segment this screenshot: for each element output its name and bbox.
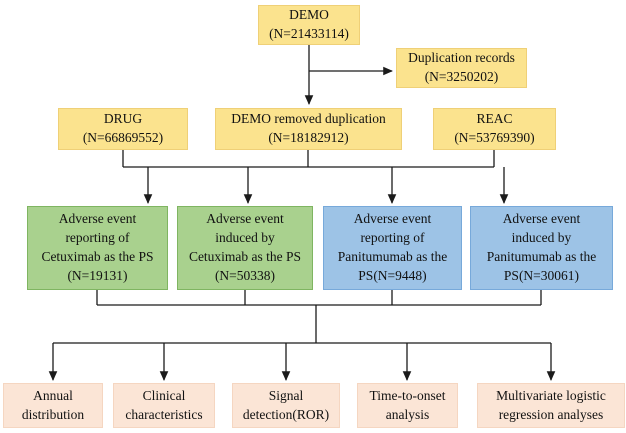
- node-demo: DEMO (N=21433114): [258, 5, 360, 45]
- node-reac: REAC (N=53769390): [433, 108, 556, 150]
- node-cetuximab-induced: Adverse event induced by Cetuximab as th…: [177, 206, 313, 290]
- node-drug: DRUG (N=66869552): [58, 108, 188, 150]
- node-drug-label: DRUG (N=66869552): [82, 111, 164, 145]
- node-annual-distribution-label: Annual distribution: [21, 387, 85, 422]
- node-multivariate-logistic-label: Multivariate logistic regression analyse…: [496, 387, 606, 422]
- node-duplication-records: Duplication records (N=3250202): [396, 48, 527, 88]
- node-panitumumab-reporting-label: Adverse event reporting of Panitumumab a…: [337, 211, 448, 283]
- node-demo-removed-duplication: DEMO removed duplication (N=18182912): [215, 108, 402, 150]
- node-duplication-records-label: Duplication records (N=3250202): [408, 50, 515, 84]
- node-clinical-characteristics-label: Clinical characteristics: [125, 387, 203, 422]
- node-panitumumab-induced-label: Adverse event induced by Panitumumab as …: [486, 211, 597, 283]
- node-time-to-onset: Time-to-onset analysis: [357, 383, 458, 428]
- node-panitumumab-induced: Adverse event induced by Panitumumab as …: [470, 206, 613, 290]
- node-cetuximab-induced-label: Adverse event induced by Cetuximab as th…: [188, 211, 302, 283]
- node-signal-detection: Signal detection(ROR): [232, 383, 340, 428]
- node-time-to-onset-label: Time-to-onset analysis: [369, 387, 446, 422]
- node-demo-label: DEMO (N=21433114): [269, 7, 349, 41]
- node-reac-label: REAC (N=53769390): [454, 111, 535, 145]
- node-panitumumab-reporting: Adverse event reporting of Panitumumab a…: [323, 206, 462, 290]
- node-signal-detection-label: Signal detection(ROR): [242, 387, 330, 422]
- node-demo-removed-duplication-label: DEMO removed duplication (N=18182912): [231, 111, 386, 145]
- node-cetuximab-reporting-label: Adverse event reporting of Cetuximab as …: [41, 211, 154, 283]
- node-clinical-characteristics: Clinical characteristics: [113, 383, 215, 428]
- node-annual-distribution: Annual distribution: [3, 383, 103, 428]
- node-multivariate-logistic: Multivariate logistic regression analyse…: [477, 383, 625, 428]
- node-cetuximab-reporting: Adverse event reporting of Cetuximab as …: [27, 206, 168, 290]
